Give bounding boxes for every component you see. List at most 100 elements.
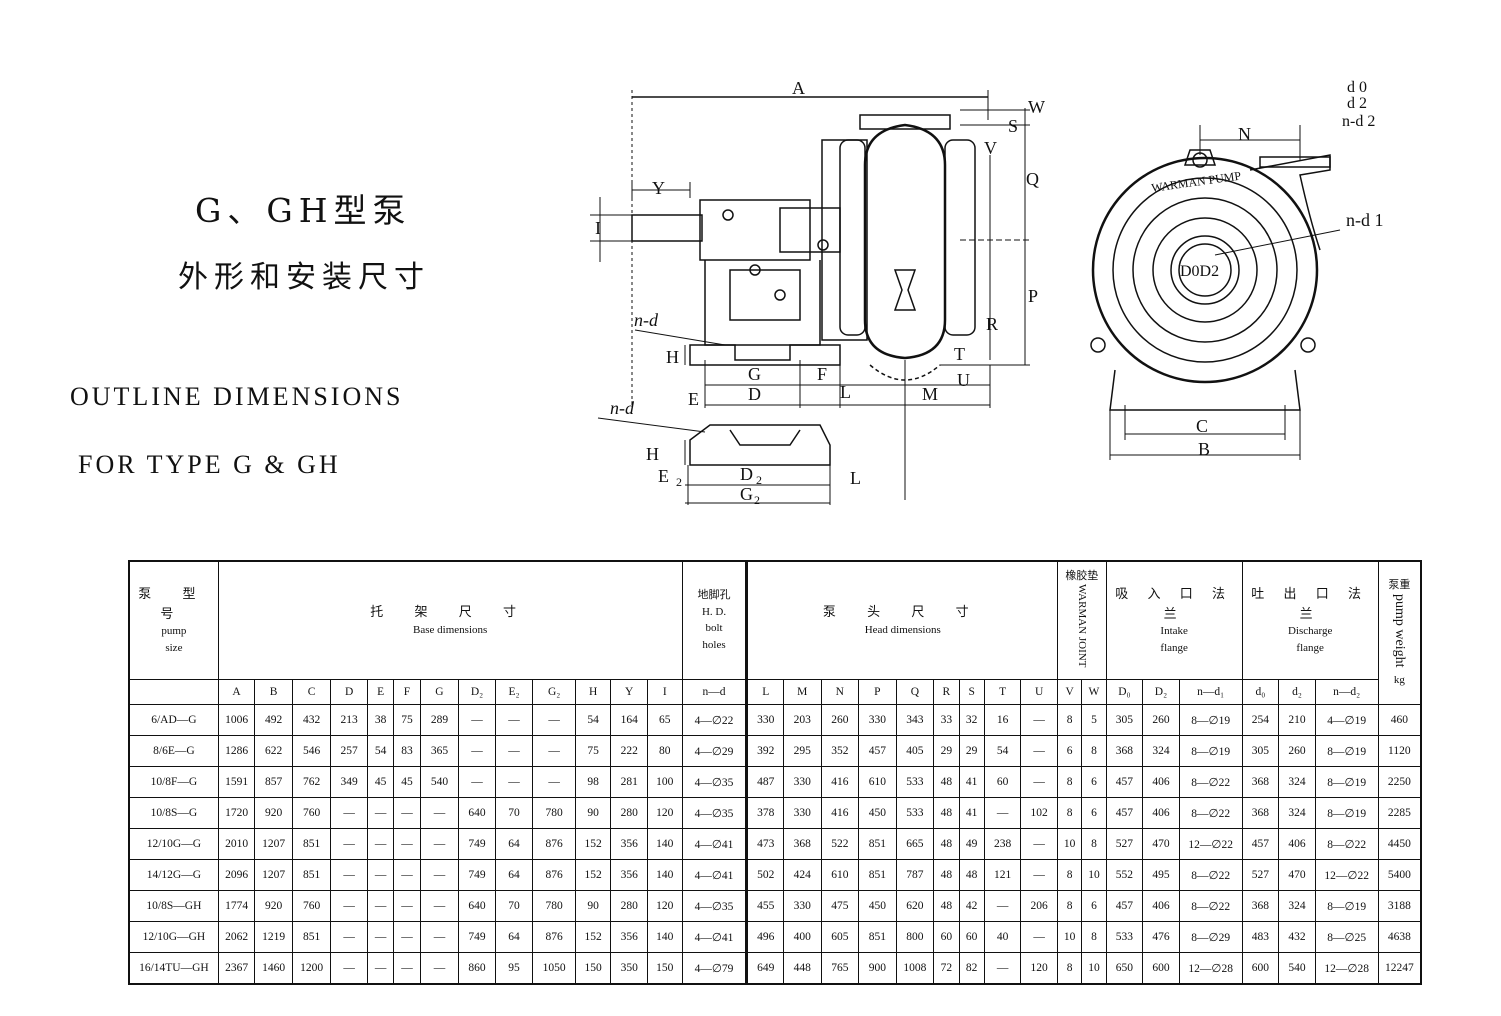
dimensions-table: 泵 型 号 pump size 托 架 尺 寸 Base dimensions … — [128, 560, 1422, 985]
col-header: D₂ — [1142, 678, 1180, 705]
table-cell: 416 — [820, 796, 860, 829]
table-cell: 260 — [1142, 703, 1180, 736]
table-cell: 605 — [820, 920, 860, 953]
table-cell: 473 — [745, 827, 785, 860]
table-cell: 281 — [610, 765, 648, 798]
table-cell: 400 — [783, 920, 822, 953]
table-cell: — — [419, 827, 460, 860]
table-cell: 1050 — [532, 951, 576, 984]
label-l: L — [840, 382, 851, 402]
table-cell: 920 — [254, 796, 293, 829]
col-header: V — [1056, 678, 1083, 705]
label-h: H — [666, 347, 679, 367]
table-cell: 876 — [532, 858, 576, 891]
table-cell: — — [366, 796, 395, 829]
table-cell: 665 — [895, 827, 935, 860]
th-head-cn: 泵 头 尺 寸 — [822, 604, 983, 620]
col-header: d₂ — [1278, 678, 1316, 705]
table-cell: 365 — [419, 734, 460, 767]
label-f: F — [817, 364, 827, 384]
table-cell: 33 — [933, 703, 960, 736]
col-header: n—d₁ — [1178, 678, 1243, 705]
table-cell: 8—∅25 — [1314, 920, 1379, 953]
table-cell: 851 — [291, 827, 332, 860]
bearing-assembly — [699, 139, 868, 346]
table-cell: 1286 — [217, 734, 256, 767]
table-cell: 470 — [1142, 827, 1180, 860]
table-cell: 8—∅19 — [1314, 734, 1379, 767]
table-cell: — — [458, 703, 496, 736]
th-discharge-cn: 吐 出 口 法 兰 — [1251, 586, 1370, 621]
table-cell: 152 — [574, 827, 612, 860]
table-cell: 4—∅35 — [681, 796, 748, 829]
label-a: A — [792, 78, 805, 98]
row-pump-size: 14/12G—G — [128, 858, 219, 891]
table-cell: 48 — [933, 827, 960, 860]
th-pump-size: 泵 型 号 pump size — [128, 560, 219, 680]
table-cell: 760 — [291, 889, 332, 922]
table-cell: 12—∅22 — [1314, 858, 1379, 891]
table-cell: 203 — [783, 703, 822, 736]
table-cell: 330 — [745, 703, 785, 736]
table-cell: 2367 — [217, 951, 256, 984]
col-header: E₂ — [494, 678, 534, 705]
table-cell: 492 — [254, 703, 293, 736]
table-cell: 749 — [458, 858, 496, 891]
label-d2-flange: d 2 — [1347, 95, 1367, 112]
row-pump-size: 12/10G—G — [128, 827, 219, 860]
table-cell: — — [983, 796, 1022, 829]
table-cell: 257 — [330, 734, 368, 767]
label-p: P — [1028, 286, 1038, 306]
col-header: F — [393, 678, 421, 705]
table-cell: 8 — [1081, 827, 1107, 860]
table-cell: 8 — [1056, 796, 1083, 829]
table-cell: 1207 — [254, 858, 293, 891]
table-cell: 4—∅79 — [681, 951, 748, 984]
table-cell: 16 — [983, 703, 1022, 736]
table-cell: 150 — [646, 951, 683, 984]
table-cell: 102 — [1020, 796, 1058, 829]
table-cell: 64 — [494, 920, 534, 953]
table-cell: 12—∅28 — [1314, 951, 1379, 984]
table-cell: — — [494, 734, 534, 767]
table-cell: 378 — [745, 796, 785, 829]
table-cell: 406 — [1142, 765, 1180, 798]
col-header: n—d — [681, 678, 748, 705]
table-cell: 60 — [933, 920, 960, 953]
table-cell: 2010 — [217, 827, 256, 860]
table-cell: — — [494, 765, 534, 798]
table-cell: 780 — [532, 796, 576, 829]
col-header: C — [291, 678, 332, 705]
label-c: C — [1196, 416, 1208, 436]
th-discharge-flange: 吐 出 口 法 兰 Discharge flange — [1241, 560, 1379, 680]
table-cell: 8—∅19 — [1314, 889, 1379, 922]
col-header: n—d₂ — [1314, 678, 1379, 705]
brand-text: WARMAN PUMP — [1150, 168, 1242, 194]
table-cell: 800 — [895, 920, 935, 953]
front-view: N d 0 d 2 n-d 2 n-d 1 D0D2 C B WARMAN PU… — [1090, 79, 1384, 460]
table-cell: 368 — [1241, 765, 1280, 798]
col-header: M — [783, 678, 822, 705]
table-cell: 416 — [820, 765, 860, 798]
table-cell: — — [366, 920, 395, 953]
col-header: d₀ — [1241, 678, 1280, 705]
table-cell: 495 — [1142, 858, 1180, 891]
table-cell: 8—∅29 — [1178, 920, 1243, 953]
table-cell: 8—∅22 — [1178, 889, 1243, 922]
label-nd2: n-d 2 — [1342, 113, 1375, 130]
table-cell: 8—∅22 — [1314, 827, 1379, 860]
table-cell: 280 — [610, 796, 648, 829]
table-cell: 392 — [745, 734, 785, 767]
table-cell: 620 — [895, 889, 935, 922]
table-cell: 324 — [1142, 734, 1180, 767]
table-cell: 350 — [610, 951, 648, 984]
table-cell: 450 — [858, 889, 897, 922]
th-base-cn: 托 架 尺 寸 — [370, 604, 531, 620]
table-cell: 1774 — [217, 889, 256, 922]
col-header: Q — [895, 678, 935, 705]
table-cell: — — [419, 951, 460, 984]
table-cell: 260 — [820, 703, 860, 736]
table-cell: 876 — [532, 920, 576, 953]
th-base-dimensions: 托 架 尺 寸 Base dimensions — [217, 560, 683, 680]
